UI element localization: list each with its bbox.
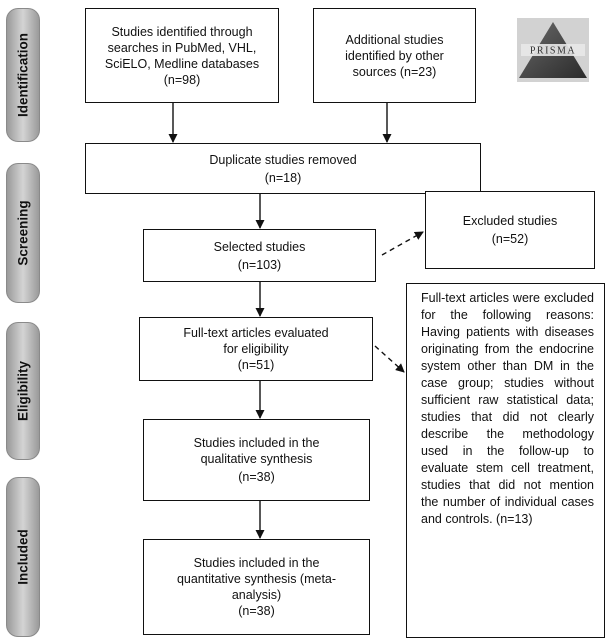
box-fulltext-evaluated: Full-text articles evaluated for eligibi… (139, 317, 373, 381)
box-quantitative-synthesis: Studies included in the quantitative syn… (143, 539, 370, 635)
prisma-logo: PRISMA (517, 18, 589, 82)
box-count: (n=38) (238, 470, 275, 484)
box-count: (n=103) (237, 257, 282, 272)
box-selected-studies: Selected studies (n=103) (143, 229, 376, 282)
box-duplicates-removed: Duplicate studies removed (n=18) (85, 143, 481, 194)
box-line: Selected studies (213, 239, 306, 254)
box-line: qualitative synthesis (200, 452, 313, 466)
box-line: analysis) (231, 588, 282, 602)
box-line: quantitative synthesis (meta- (176, 572, 337, 586)
box-line: Duplicate studies removed (209, 152, 357, 167)
box-line: Studies identified through (111, 24, 253, 39)
prisma-logo-text: PRISMA (530, 46, 576, 57)
arrow-fulltext-to-reasons (374, 345, 405, 373)
box-line: identified by other (345, 48, 444, 63)
box-count: (n=98) (163, 72, 201, 87)
box-line: Studies included in the (193, 556, 320, 570)
box-count: (n=51) (237, 358, 275, 372)
box-line: searches in PubMed, VHL, (107, 40, 257, 55)
box-count: (n=52) (491, 232, 529, 246)
phase-identification: Identification (6, 8, 40, 142)
box-line: SciELO, Medline databases (104, 56, 260, 71)
prisma-logo-graphic: PRISMA (517, 18, 589, 82)
box-line: Full-text articles evaluated (183, 326, 329, 340)
box-line: for eligibility (223, 342, 289, 356)
box-additional-studies: Additional studies identified by other s… (313, 8, 476, 103)
box-line: Excluded studies (462, 214, 558, 228)
box-excluded-studies: Excluded studies (n=52) (425, 191, 595, 269)
arrow-selected-to-excluded (381, 231, 424, 256)
phase-screening: Screening (6, 163, 40, 303)
phase-eligibility: Eligibility (6, 322, 40, 460)
phase-included: Included (6, 477, 40, 637)
box-identified-databases: Studies identified through searches in P… (85, 8, 279, 103)
box-count: (n=18) (264, 170, 302, 185)
box-line: Additional studies (345, 32, 444, 47)
box-count: sources (n=23) (352, 64, 437, 79)
box-line: Studies included in the (193, 436, 320, 450)
exclusion-reasons-text: Full-text articles were excluded for the… (421, 291, 594, 526)
box-qualitative-synthesis: Studies included in the qualitative synt… (143, 419, 370, 501)
box-fulltext-excluded-reasons: Full-text articles were excluded for the… (406, 283, 605, 638)
box-count: (n=38) (238, 604, 275, 618)
